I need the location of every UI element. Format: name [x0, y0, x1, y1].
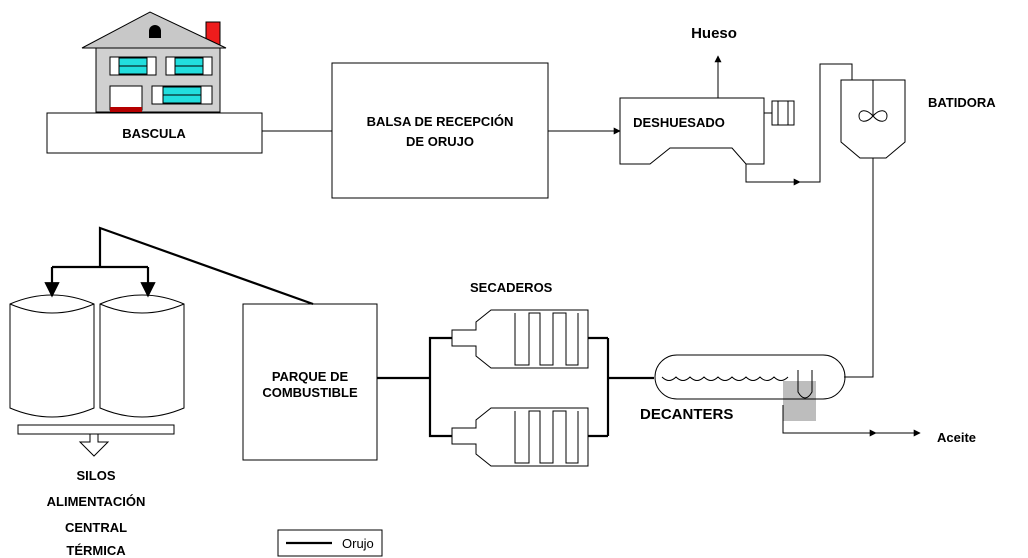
- secadero-unit: [451, 309, 589, 369]
- silos-label-line4: TÉRMICA: [66, 543, 126, 558]
- silos-label-line2: ALIMENTACIÓN: [47, 494, 146, 509]
- house-window: [151, 85, 213, 105]
- decanter-unit: [654, 354, 846, 421]
- house-window: [165, 56, 213, 76]
- mixer-icon: [858, 80, 888, 122]
- legend: Orujo: [277, 529, 383, 557]
- batidora-tank: [840, 79, 906, 159]
- silo-discharge-chute: [17, 424, 175, 435]
- house-door: [109, 85, 143, 112]
- bascula-box: [46, 112, 263, 154]
- parque-label-line2: COMBUSTIBLE: [262, 385, 358, 400]
- parque-box: [242, 303, 378, 461]
- silos-label-line3: CENTRAL: [65, 520, 127, 535]
- deshuesado-label: DESHUESADO: [633, 115, 725, 130]
- silo: [99, 294, 185, 418]
- decanters-label: DECANTERS: [640, 406, 733, 423]
- parque-label-line1: PARQUE DE: [272, 369, 349, 384]
- silo: [9, 294, 95, 418]
- sludge-discharge: [783, 381, 816, 421]
- secaderos-label: SECADEROS: [470, 280, 553, 295]
- aceite-label: Aceite: [937, 430, 976, 445]
- house-window: [109, 56, 157, 76]
- roof-vent: [149, 25, 161, 38]
- secadero-unit: [451, 407, 589, 467]
- balsa-label-line2: DE ORUJO: [406, 134, 474, 149]
- legend-orujo-label: Orujo: [342, 536, 374, 551]
- deshuesado-unit: [619, 97, 765, 165]
- bascula-label: BASCULA: [122, 126, 186, 141]
- balsa-box: [331, 62, 549, 199]
- balsa-label-line1: BALSA DE RECEPCIÓN: [367, 114, 514, 129]
- motor-icon: [764, 100, 795, 126]
- house-icon: [81, 11, 227, 113]
- silos-label-line1: SILOS: [76, 468, 115, 483]
- batidora-label: BATIDORA: [928, 95, 996, 110]
- hueso-label: Hueso: [691, 25, 737, 42]
- down-arrow-icon: [78, 434, 110, 457]
